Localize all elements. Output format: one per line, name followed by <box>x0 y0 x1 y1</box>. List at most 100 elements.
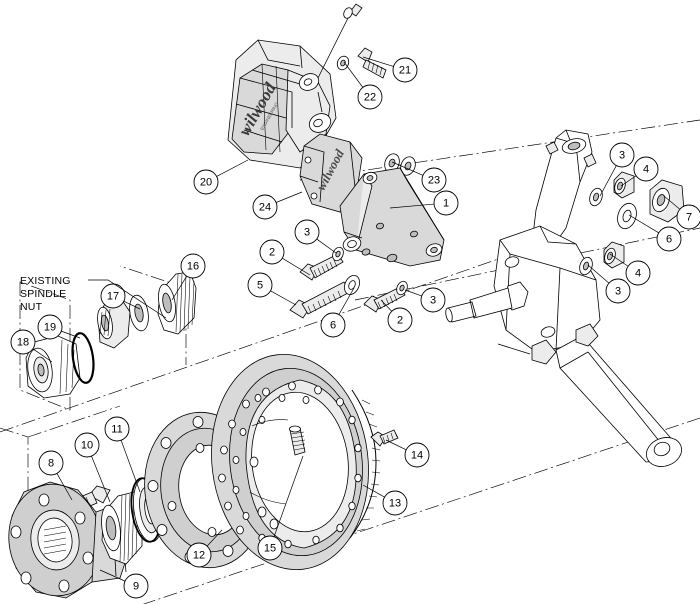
callout-3[interactable]: 3 <box>420 287 446 313</box>
callout-number: 7 <box>686 212 692 224</box>
lower-hardware-pair <box>579 241 625 276</box>
leader-line-8 <box>56 473 73 501</box>
callout-bubble <box>74 432 100 458</box>
leader-line-6 <box>628 214 659 234</box>
leader-line-21 <box>362 56 394 67</box>
callout-bubble <box>625 260 651 286</box>
leader-line-2 <box>380 299 392 312</box>
callout-10[interactable]: 10 <box>74 432 100 458</box>
hub-dust-cap <box>25 335 81 399</box>
callout-bubble <box>10 329 36 355</box>
callout-7[interactable]: 7 <box>676 204 700 230</box>
callout-number: 2 <box>269 247 275 259</box>
callout-21[interactable]: 21 <box>392 57 418 83</box>
callout-2[interactable]: 2 <box>259 239 285 265</box>
callout-bubble <box>382 490 408 516</box>
callout-8[interactable]: 8 <box>38 450 64 476</box>
callout-5[interactable]: 5 <box>247 272 273 298</box>
caliper-bleeder-rod <box>317 3 363 79</box>
callout-number: 4 <box>635 268 641 280</box>
callout-22[interactable]: 22 <box>357 84 383 110</box>
leader-line-2 <box>282 257 311 276</box>
caliper-bolt-washer <box>336 55 350 71</box>
callout-bubble <box>404 442 430 468</box>
bracket-shim-washers <box>384 153 416 176</box>
leader-line-4 <box>620 175 637 187</box>
leader-line-5 <box>270 290 297 306</box>
callout-bubble <box>387 307 413 333</box>
leader-line-6 <box>338 287 355 315</box>
flat-washer-small-lower <box>396 280 408 296</box>
callout-bubble <box>259 239 285 265</box>
callout-12[interactable]: 12 <box>186 542 212 568</box>
callout-3[interactable]: 3 <box>294 219 320 245</box>
callout-number: 3 <box>615 286 621 298</box>
lower-balljoint-hardware <box>617 179 685 230</box>
callout-number: 1 <box>443 198 449 210</box>
callout-6[interactable]: 6 <box>656 226 682 252</box>
callout-bubble <box>433 190 459 216</box>
note-existing-spindle-nut: EXISTING SPINDLE NUT <box>20 275 167 319</box>
callout-2[interactable]: 2 <box>387 307 413 333</box>
note-line-2: SPINDLE <box>20 288 66 300</box>
callout-bubble <box>420 287 446 313</box>
callout-24[interactable]: 24 <box>252 194 278 220</box>
callout-bubble <box>421 167 447 193</box>
callout-number: 20 <box>200 177 212 189</box>
callout-number: 11 <box>111 424 122 436</box>
callout-number: 18 <box>17 337 29 349</box>
callout-15[interactable]: 15 <box>257 535 283 561</box>
callout-4[interactable]: 4 <box>625 260 651 286</box>
callout-23[interactable]: 23 <box>421 167 447 193</box>
callout-3[interactable]: 3 <box>609 142 635 168</box>
callout-number: 9 <box>133 581 139 593</box>
callout-20[interactable]: 20 <box>193 169 219 195</box>
drilled-vented-rotor <box>211 353 381 571</box>
callout-number: 17 <box>107 291 119 303</box>
callout-11[interactable]: 11 <box>104 416 130 442</box>
callout-number: 15 <box>264 543 276 555</box>
flat-washer-small-upper <box>332 246 344 262</box>
callout-bubble <box>656 226 682 252</box>
callout-bubble <box>252 194 278 220</box>
callout-bubble <box>633 156 659 182</box>
callout-bubble <box>193 169 219 195</box>
leader-line-24 <box>275 191 303 203</box>
leader-line-9 <box>99 569 126 582</box>
leader-line-23 <box>391 161 424 176</box>
callout-13[interactable]: 13 <box>382 490 408 516</box>
rotor-vanes <box>356 399 381 532</box>
centerlines <box>0 119 700 604</box>
callout-14[interactable]: 14 <box>404 442 430 468</box>
callout-bubble <box>605 278 631 304</box>
existing-spindle-nut <box>97 299 131 349</box>
callout-9[interactable]: 9 <box>123 573 149 599</box>
callout-16[interactable]: 16 <box>180 253 206 279</box>
callout-number: 19 <box>44 322 56 334</box>
callout-4[interactable]: 4 <box>633 156 659 182</box>
callout-1[interactable]: 1 <box>433 190 459 216</box>
rotor-hat-stud <box>289 425 306 456</box>
callout-3[interactable]: 3 <box>605 278 631 304</box>
callout-bubble <box>180 253 206 279</box>
leader-line-3 <box>316 238 337 254</box>
leader-line-13 <box>362 484 385 498</box>
spindle-washer <box>129 294 149 332</box>
leader-line-19 <box>61 330 81 339</box>
callout-17[interactable]: 17 <box>100 283 126 309</box>
callout-number: 2 <box>397 315 403 327</box>
note-line-3: NUT <box>20 301 43 313</box>
leader-line-1 <box>389 203 435 209</box>
leader-line-3 <box>599 165 617 197</box>
callout-number: 14 <box>411 450 423 462</box>
callout-19[interactable]: 19 <box>37 314 63 340</box>
callout-bubble <box>357 84 383 110</box>
hub-lug-holes <box>10 493 94 593</box>
callout-6[interactable]: 6 <box>320 312 346 338</box>
leader-line-15 <box>273 455 304 537</box>
brake-pad: wilwood <box>299 133 363 213</box>
callout-18[interactable]: 18 <box>10 329 36 355</box>
callout-bubble <box>38 450 64 476</box>
callout-number: 22 <box>364 92 376 104</box>
